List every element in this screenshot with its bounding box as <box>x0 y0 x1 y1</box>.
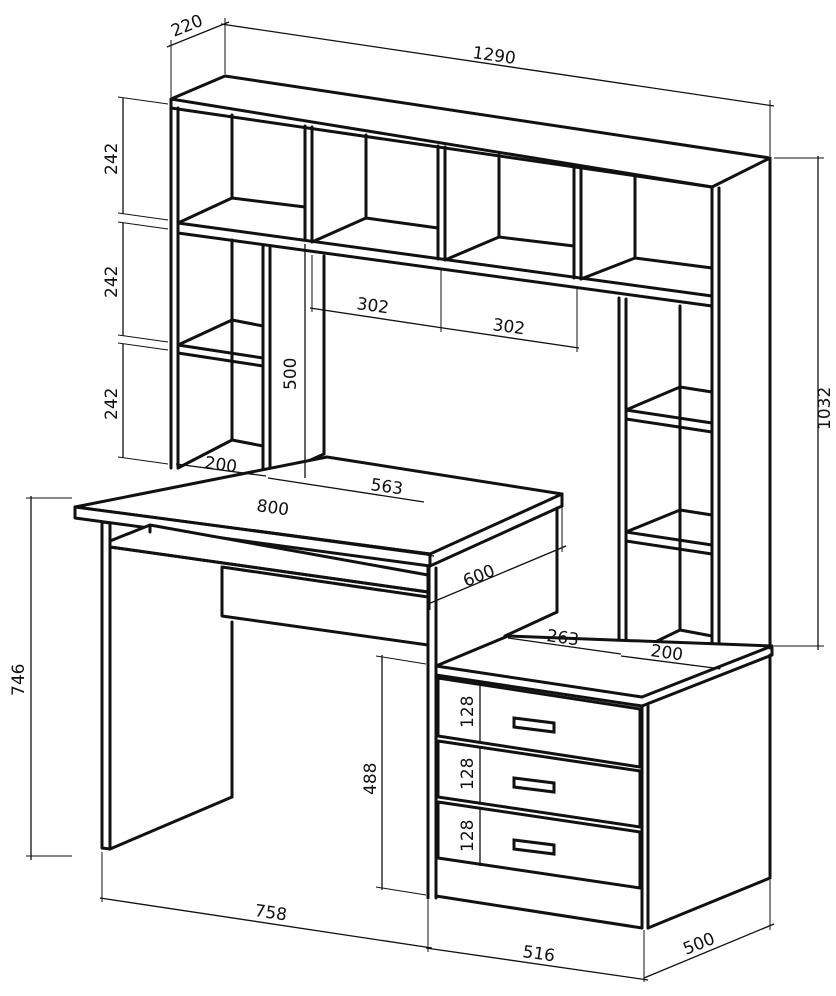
cell-shelf-3 <box>443 235 501 262</box>
dim-drawer-3-height: 128 <box>458 820 478 852</box>
pedestal-top-side <box>640 653 774 708</box>
dim-pedestal-depth: 500 <box>680 929 718 960</box>
dimension-lines <box>26 18 824 982</box>
dim-niche-height: 500 <box>281 358 301 390</box>
right-col-shelf-1-back <box>624 385 682 412</box>
pedestal-top-front <box>434 673 644 708</box>
dim-shelf-height-3: 242 <box>102 388 122 420</box>
left-col-shelf-back <box>176 318 234 347</box>
dim-drawer-2-height: 128 <box>458 758 478 790</box>
dim-total-height: 1032 <box>815 387 835 430</box>
right-col-shelf-2-bot <box>624 539 714 556</box>
keyboard-tray-front <box>108 545 430 594</box>
dim-shelf-height-1: 242 <box>102 143 122 175</box>
desk-top-side-edge <box>428 504 564 568</box>
left-col-shelf-top <box>176 343 265 360</box>
drawer-3-handle-icon <box>512 838 556 856</box>
left-col-shelf-back2 <box>230 318 265 328</box>
left-leg-inner <box>108 795 234 851</box>
cell-shelf-1 <box>176 196 234 225</box>
left-col-bottom <box>176 438 234 470</box>
right-col-shelf-1-bot <box>624 417 714 434</box>
dim-pedestal-height: 488 <box>361 763 381 795</box>
dim-pedestal-width: 516 <box>521 942 556 966</box>
pedestal <box>434 634 774 930</box>
right-col-shelf-1-top <box>624 408 714 425</box>
hutch-row-shelf-bottom <box>176 231 714 308</box>
cell-back-4 <box>633 173 714 270</box>
right-col-shelf-1-back2 <box>678 385 714 394</box>
pedestal-bottom-front <box>434 894 644 930</box>
right-col-bottom2 <box>678 628 714 638</box>
right-col-shelf-2-back2 <box>678 508 714 517</box>
right-col-shelf-2-back <box>624 508 682 534</box>
dim-hutch-depth: 220 <box>168 11 206 42</box>
left-col-shelf-bot <box>176 351 265 368</box>
dim-shelf-height-2: 242 <box>102 266 122 298</box>
cell-back-1 <box>230 113 307 209</box>
cell-shelf-4 <box>579 256 637 281</box>
dim-total-width: 1290 <box>471 43 517 69</box>
dim-drawer-1-height: 128 <box>458 696 478 728</box>
dim-desk-top-width: 800 <box>255 496 290 520</box>
hutch-top-front-lower <box>169 106 714 189</box>
dim-desk-height: 746 <box>9 664 29 696</box>
desk <box>73 455 564 900</box>
dim-right-opening-width: 263 <box>545 626 580 650</box>
dim-leg-span: 758 <box>253 901 288 925</box>
dim-left-shelf-width: 200 <box>203 453 238 477</box>
hutch <box>169 74 772 670</box>
dim-right-shelf-width: 200 <box>649 641 684 665</box>
dim-desk-depth: 600 <box>460 561 498 592</box>
desk-back-panel-bottom <box>503 610 559 638</box>
cell-shelf-2 <box>310 216 368 244</box>
dim-desk-opening-width: 563 <box>369 475 404 499</box>
dim-niche-width-2: 302 <box>491 315 526 339</box>
left-col-bottom2 <box>230 438 265 448</box>
pedestal-bottom-side <box>646 876 772 930</box>
dim-niche-width-1: 302 <box>355 294 390 318</box>
cell-back-2 <box>364 133 440 230</box>
right-col-shelf-2-top <box>624 530 714 547</box>
drawer-1-handle-icon <box>512 716 556 734</box>
cell-back-3 <box>497 153 576 248</box>
drawer-2-handle-icon <box>512 776 556 794</box>
left-leg <box>100 520 112 851</box>
